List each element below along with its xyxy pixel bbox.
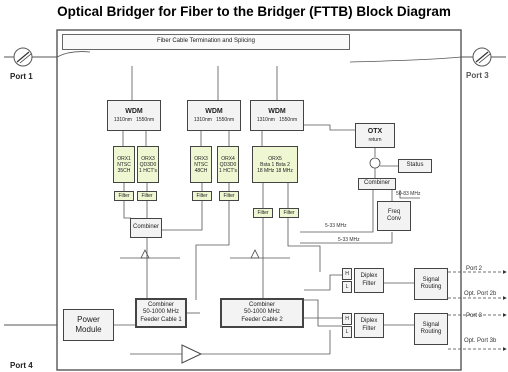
port-2-label: Port 2 xyxy=(466,266,483,272)
wdm-2-wavelengths: 1310nm 1550nm xyxy=(193,116,235,123)
wdm-2-label: WDM xyxy=(205,108,223,116)
combiner-small-2: Combiner xyxy=(358,178,396,190)
freq-label-50-83: 50-83 MHz xyxy=(396,191,421,197)
filter-4: Filter xyxy=(219,191,239,201)
diplex-2-h-port: H xyxy=(342,313,352,325)
wdm-1-label: WDM xyxy=(125,108,143,116)
status-sense-circle xyxy=(369,157,381,169)
port-4-label: Port 4 xyxy=(10,361,33,370)
enclosure-outline xyxy=(56,29,462,371)
port-1-label: Port 1 xyxy=(10,72,33,81)
filter-6: Filter xyxy=(279,208,299,218)
amplifier-symbol xyxy=(181,344,203,364)
wdm-3-label: WDM xyxy=(268,108,286,116)
port-2b-label: Opt. Port 2b xyxy=(464,291,497,297)
filter-5: Filter xyxy=(253,208,273,218)
wdm-3-wavelengths: 1310nm 1550nm xyxy=(256,116,298,123)
port-3-right-label: Port 3 xyxy=(466,313,483,319)
status-block: Status xyxy=(398,159,432,173)
fiber-termination-block: Fiber Cable Termination and Splicing xyxy=(62,34,350,50)
test-point-1 xyxy=(140,249,150,259)
fiber-connector-icon-right xyxy=(472,47,492,67)
freq-label-5-33-b: 5-33 MHz xyxy=(338,237,360,243)
wdm-block-1: WDM 1310nm 1550nm xyxy=(107,100,161,131)
diagram-title: Optical Bridger for Fiber to the Bridger… xyxy=(57,4,451,19)
port-3b-label: Opt. Port 3b xyxy=(464,338,497,344)
combiner-small-1: Combiner xyxy=(130,218,162,238)
filter-3: Filter xyxy=(192,191,212,201)
fiber-termination-label: Fiber Cable Termination and Splicing xyxy=(157,38,255,45)
filter-1: Filter xyxy=(114,191,134,201)
wdm-block-3: WDM 1310nm 1550nm xyxy=(250,100,304,131)
diplex-1-l-port: L xyxy=(342,281,352,293)
wdm-block-2: WDM 1310nm 1550nm xyxy=(187,100,241,131)
diplex-2-l-port: L xyxy=(342,326,352,338)
fiber-loop-left xyxy=(56,51,91,58)
test-point-2 xyxy=(250,249,260,259)
port-3-label: Port 3 xyxy=(466,71,489,80)
fiber-loop-right xyxy=(349,56,462,63)
fiber-connector-icon-left xyxy=(13,47,33,67)
diplex-1-h-port: H xyxy=(342,268,352,280)
freq-label-5-33-a: 5-33 MHz xyxy=(325,223,347,229)
filter-2: Filter xyxy=(137,191,157,201)
wdm-1-wavelengths: 1310nm 1550nm xyxy=(113,116,155,123)
